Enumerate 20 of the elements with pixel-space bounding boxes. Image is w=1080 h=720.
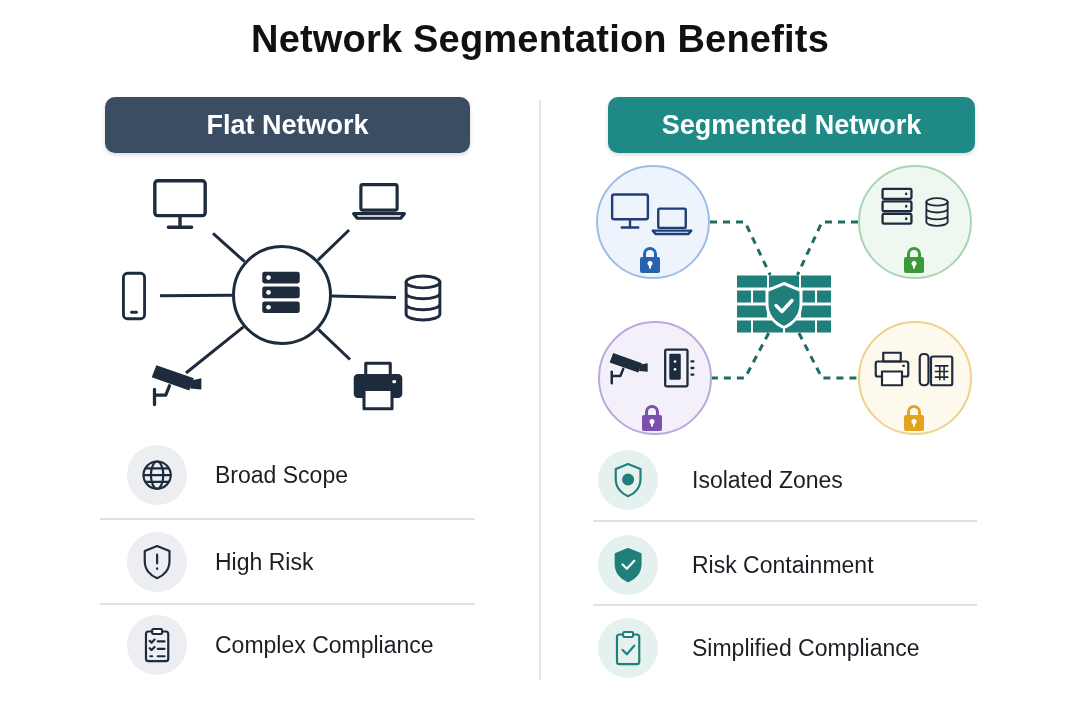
- benefit-label: Simplified Compliance: [692, 634, 920, 662]
- section-header: Segmented Network: [608, 97, 975, 153]
- dashed-connector: [712, 332, 771, 380]
- dashed-connector: [797, 332, 858, 380]
- dashed-connector: [796, 220, 858, 276]
- connector-line: [317, 328, 352, 361]
- benefit-label: Isolated Zones: [692, 466, 843, 494]
- dashed-connector: [710, 220, 772, 276]
- connector-line: [185, 325, 245, 375]
- benefit-label: Complex Compliance: [215, 631, 434, 659]
- connector-line: [331, 294, 397, 299]
- benefit-label: High Risk: [215, 548, 314, 576]
- benefit-label: Broad Scope: [215, 461, 348, 489]
- connector-line: [160, 293, 232, 298]
- firewall-icon: [737, 275, 831, 333]
- section-header: Flat Network: [105, 97, 470, 153]
- connector-line: [212, 232, 246, 263]
- diagram-title: Network Segmentation Benefits: [250, 18, 830, 61]
- connector-line: [316, 228, 351, 262]
- benefit-label: Risk Containment: [692, 551, 874, 579]
